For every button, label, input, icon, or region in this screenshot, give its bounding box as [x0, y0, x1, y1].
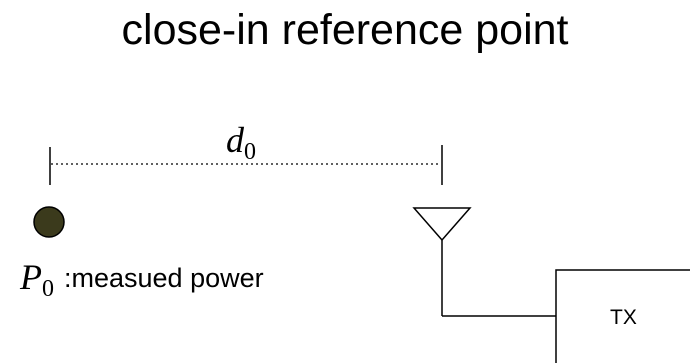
power-subscript: 0 — [42, 276, 54, 302]
diagram-title: close-in reference point — [121, 6, 569, 54]
power-description: :measued power — [64, 263, 264, 293]
distance-subscript: 0 — [244, 139, 256, 165]
distance-symbol: d — [226, 120, 245, 160]
tx-label: TX — [610, 306, 637, 329]
tx-box — [555, 269, 690, 363]
distance-label: d0 — [226, 120, 256, 165]
antenna-icon — [412, 207, 472, 242]
power-label: P0 :measued power — [19, 257, 264, 302]
measurement-point — [33, 206, 65, 238]
power-symbol: P — [19, 257, 42, 297]
